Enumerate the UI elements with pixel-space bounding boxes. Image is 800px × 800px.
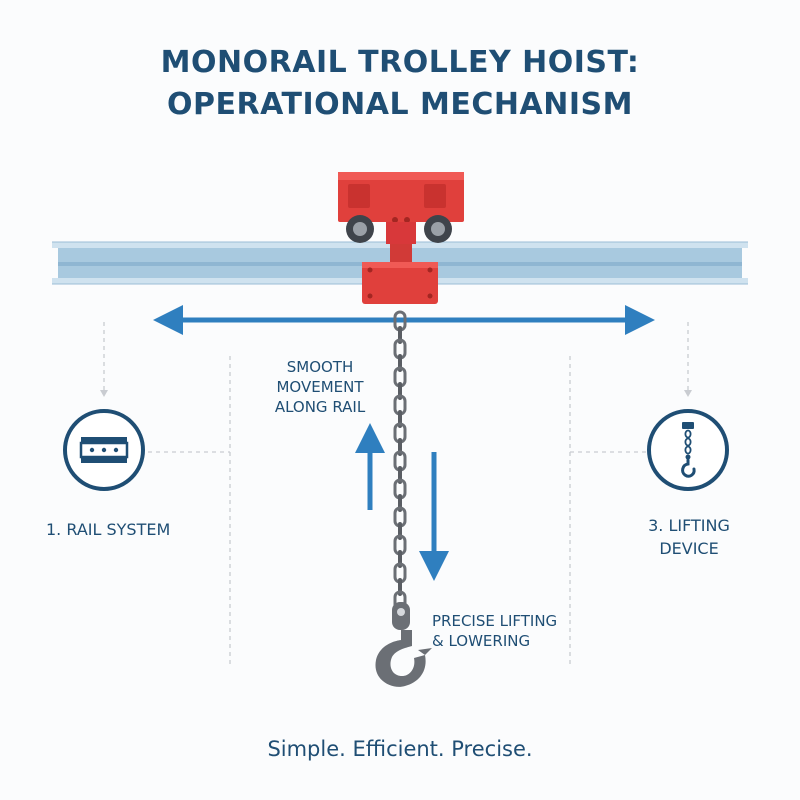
hoist-block: [362, 262, 438, 304]
i-beam-icon: [63, 409, 145, 491]
trolley-wheel-right: [424, 215, 452, 243]
guide-arrowhead-left: [100, 390, 108, 397]
lifting-label: PRECISE LIFTING & LOWERING: [432, 611, 557, 651]
movement-label-line-2: MOVEMENT: [276, 378, 364, 396]
dashed-guides: [103, 322, 689, 664]
title-line-1: MONORAIL TROLLEY HOIST:: [160, 45, 640, 80]
rail-system-label: 1. RAIL SYSTEM: [46, 520, 171, 539]
lifting-device-label: 3. LIFTING DEVICE: [616, 514, 762, 560]
lifting-label-line-2: & LOWERING: [432, 632, 531, 650]
movement-label-line-1: SMOOTH: [286, 358, 354, 376]
lifting-device-label-line-2: DEVICE: [659, 539, 719, 558]
lifting-label-line-1: PRECISE LIFTING: [432, 612, 558, 630]
trolley: [338, 172, 464, 262]
movement-label: SMOOTH MOVEMENT ALONG RAIL: [262, 357, 378, 417]
tagline: Simple. Efficient. Precise.: [267, 737, 533, 761]
movement-label-line-3: ALONG RAIL: [274, 398, 366, 416]
title-line-2: OPERATIONAL MECHANISM: [167, 87, 633, 122]
page-title: MONORAIL TROLLEY HOIST: OPERATIONAL MECH…: [0, 42, 800, 126]
trolley-wheel-left: [346, 215, 374, 243]
guide-arrowhead-right: [684, 390, 692, 397]
lifting-device-label-line-1: 3. LIFTING: [648, 516, 730, 535]
hoist-chain: [393, 310, 407, 612]
lifting-hook: [375, 602, 432, 687]
hook-chain-icon: [647, 409, 729, 491]
